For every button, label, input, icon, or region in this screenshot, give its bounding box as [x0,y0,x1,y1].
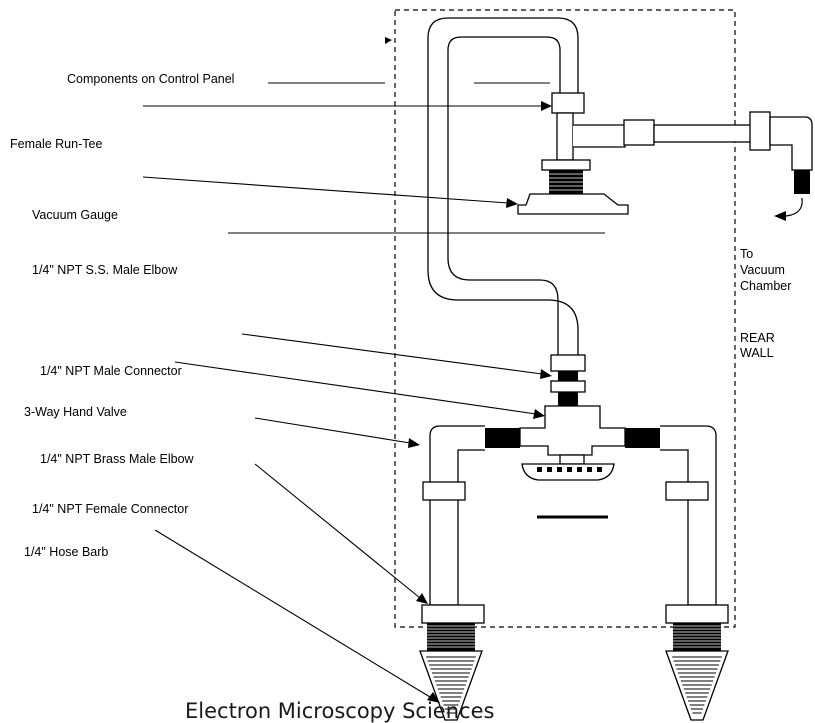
right-female-connector [665,604,729,624]
chamber-elbow-nut [749,111,771,151]
label-three-way-hand-valve: 3-Way Hand Valve [24,405,127,419]
panel-corner-mark [385,37,392,44]
chamber-tube [653,124,755,143]
left-nipple [485,428,520,448]
label-hose-barb: 1/4" Hose Barb [24,545,108,559]
label-female-run-tee: Female Run-Tee [10,137,102,151]
label-ss-male-elbow: 1/4" NPT S.S. Male Elbow [32,263,178,277]
top-nut [551,92,585,114]
left-female-connector [421,604,485,624]
left-hose-thread [427,623,475,651]
leader-lines [142,82,605,698]
label-wall: WALL [740,346,774,360]
footer-company-name: Electron Microscopy Sciences [185,699,494,723]
label-rear: REAR [740,331,775,345]
ss-male-elbow [769,116,813,171]
label-vacuum-gauge: Vacuum Gauge [32,208,118,222]
control-panel-boundary [394,9,736,628]
male-connector-nut-top [550,354,586,372]
right-hose-thread [673,623,721,651]
right-leg-nut [665,481,709,501]
label-brass-male-elbow: 1/4" NPT Brass Male Elbow [40,452,195,466]
right-brass-elbow [660,425,717,606]
to-chamber-arrow [785,197,803,217]
label-components-control-panel: Components on Control Panel [67,72,234,86]
left-brass-elbow [429,425,485,606]
left-leg-nut [422,481,466,501]
u-tube [427,17,579,355]
female-run-tee [556,112,574,161]
label-male-connector: 1/4" NPT Male Connector [40,364,182,378]
label-chamber: Chamber [740,279,791,293]
label-female-connector: 1/4" NPT Female Connector [32,502,188,516]
vacuum-gauge [517,193,629,215]
tee-nut [623,119,655,146]
right-nipple [625,428,660,448]
male-connector-thread [558,371,578,381]
label-vacuum: Vacuum [740,263,785,277]
leader-arrowheads [408,101,552,703]
elbow-thread [794,170,810,194]
male-connector-nut-bottom [550,380,586,393]
label-to: To [740,247,753,261]
gauge-collar [541,159,591,171]
